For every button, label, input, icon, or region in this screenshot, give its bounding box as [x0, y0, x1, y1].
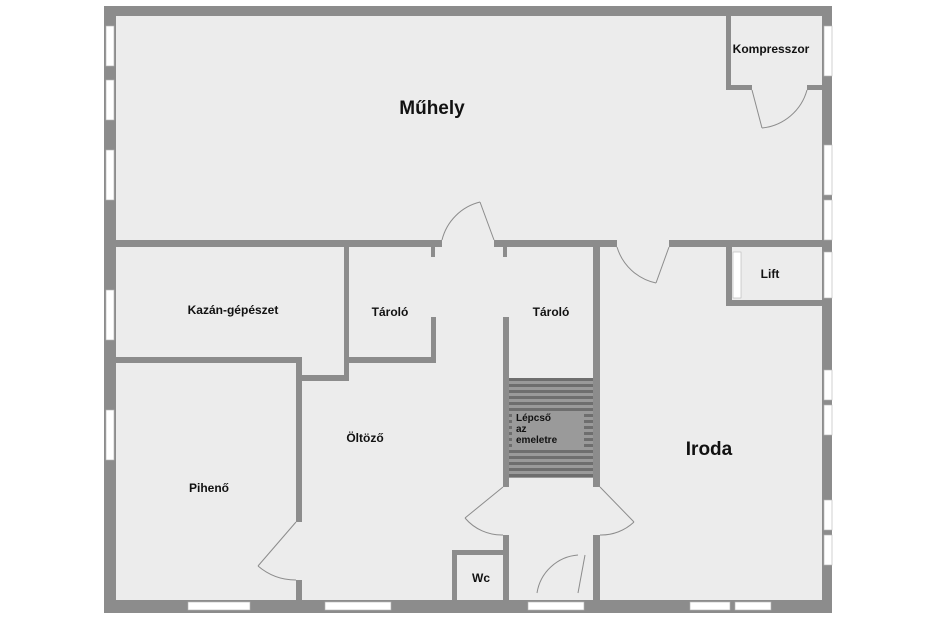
room-label-iroda: Iroda [686, 439, 733, 460]
room-label-piheno: Pihenő [189, 481, 229, 495]
stairs-label-bg [512, 412, 584, 448]
door-swings [257, 89, 808, 594]
stairs-label-line-3: emeletre [516, 435, 558, 446]
room-label-tarolo-2: Tároló [533, 305, 570, 319]
room-label-muhely: Műhely [399, 98, 465, 119]
windows [105, 25, 833, 611]
stairs-label-line-1: Lépcső [516, 413, 551, 424]
room-label-lift: Lift [761, 267, 780, 281]
door-openings [296, 85, 807, 580]
room-label-tarolo-1: Tároló [372, 305, 409, 319]
room-label-kompresszor: Kompresszor [733, 42, 810, 56]
room-label-kazan-gepeszet: Kazán-gépészet [188, 303, 279, 317]
floor-area [116, 16, 822, 600]
stairs-label-line-2: az [516, 424, 527, 435]
room-label-wc: Wc [472, 571, 490, 585]
room-label-oltozo: Öltöző [346, 430, 383, 445]
